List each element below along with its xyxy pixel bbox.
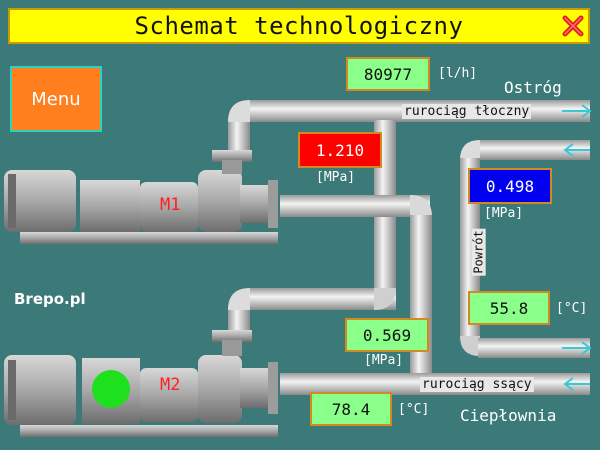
pump-m1-label: M1 bbox=[160, 195, 181, 215]
return-pipe-label: Powrót bbox=[471, 228, 486, 276]
flow-value: 80977 bbox=[346, 57, 430, 91]
suction-pipe-label: rurociąg ssący bbox=[420, 377, 534, 392]
pump-m2-pressure: 0.569 bbox=[345, 318, 429, 352]
supply-temperature: 78.4 bbox=[310, 392, 392, 426]
destination-cieplownia: Ciepłownia bbox=[460, 406, 557, 425]
return-temperature-unit: [°C] bbox=[556, 301, 588, 316]
pump-m1-assembly bbox=[4, 150, 278, 244]
page-title: Schemat technologiczny bbox=[134, 12, 464, 40]
pump-m2-label: M2 bbox=[160, 375, 181, 395]
return-pressure: 0.498 bbox=[468, 168, 552, 204]
title-bar: Schemat technologiczny bbox=[8, 8, 590, 44]
brand-label: Brepo.pl bbox=[14, 290, 86, 308]
pump-m2-running-indicator bbox=[92, 370, 130, 408]
close-x-icon[interactable] bbox=[561, 14, 585, 38]
pump-m2-pressure-unit: [MPa] bbox=[364, 353, 404, 368]
flow-unit: [l/h] bbox=[438, 66, 478, 81]
pump-m2-assembly bbox=[4, 330, 278, 437]
pump-m1-pressure: 1.210 bbox=[298, 132, 382, 168]
return-temperature: 55.8 bbox=[468, 291, 550, 325]
pump-m1-pressure-unit: [MPa] bbox=[316, 170, 356, 185]
destination-ostrog: Ostróg bbox=[504, 78, 562, 97]
menu-button[interactable]: Menu bbox=[10, 66, 102, 132]
discharge-pipe-label: rurociąg tłoczny bbox=[402, 104, 532, 119]
return-pressure-unit: [MPa] bbox=[484, 206, 524, 221]
supply-temperature-unit: [°C] bbox=[398, 402, 430, 417]
